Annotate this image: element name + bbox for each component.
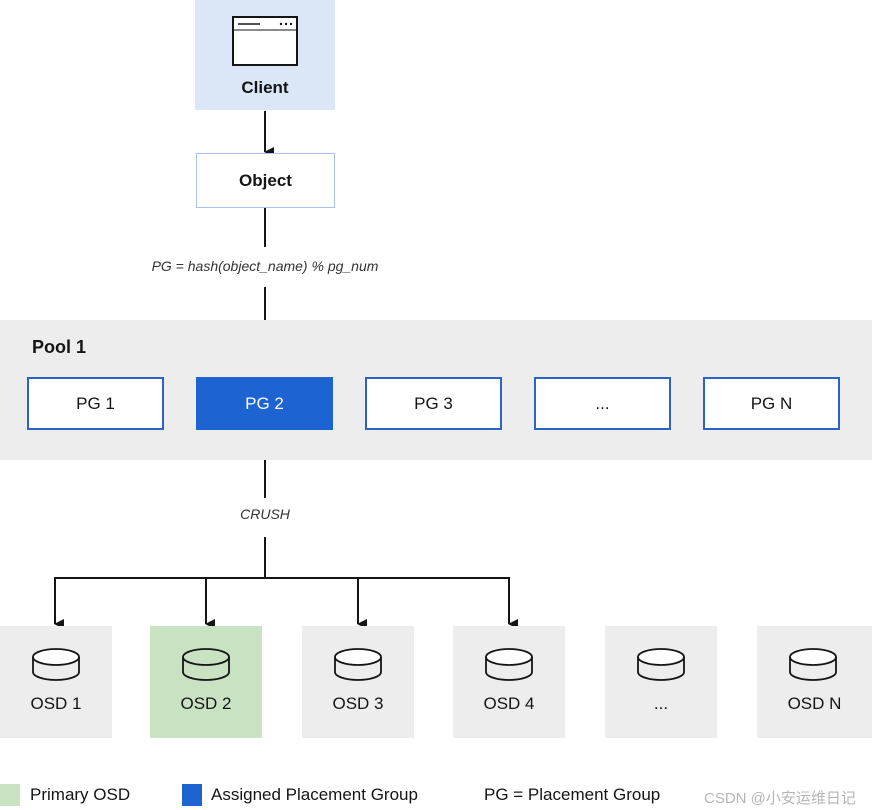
osd-label: OSD N: [787, 694, 842, 713]
legend-primary-label: Primary OSD: [30, 785, 131, 804]
disk-icon: [182, 648, 230, 681]
pg-box-3: PG 3: [365, 377, 502, 430]
osd-box-4: OSD 4: [453, 626, 565, 738]
client-label: Client: [241, 78, 289, 97]
crush-label: CRUSH: [215, 506, 315, 522]
client-box: Client: [195, 0, 335, 110]
osd-label: OSD 2: [180, 694, 232, 713]
osd-label: ...: [653, 694, 669, 713]
disk-icon: [637, 648, 685, 681]
disk-icon: [32, 648, 80, 681]
osd-label: OSD 4: [483, 694, 535, 713]
legend-pg-definition: PG = Placement Group: [484, 785, 661, 804]
disk-icon: [485, 648, 533, 681]
pool-title: Pool 1: [32, 337, 87, 357]
pg-label: ...: [595, 393, 610, 413]
osd-label: OSD 1: [30, 694, 82, 713]
object-label: Object: [239, 170, 292, 190]
disk-icon: [334, 648, 382, 681]
pg-box-ellipsis: ...: [534, 377, 671, 430]
object-box: Object: [196, 153, 335, 208]
pg-box-1: PG 1: [27, 377, 164, 430]
osd-box-2-primary: OSD 2: [150, 626, 262, 738]
legend-assigned-label: Assigned Placement Group: [211, 785, 418, 804]
hash-formula: PG = hash(object_name) % pg_num: [120, 258, 410, 274]
osd-label: OSD 3: [332, 694, 384, 713]
osd-box-3: OSD 3: [302, 626, 414, 738]
pg-label: PG 3: [414, 393, 453, 413]
application-window-icon: [232, 16, 298, 66]
watermark: CSDN @小安运维日记: [704, 790, 856, 807]
legend-primary-swatch: [0, 784, 20, 806]
legend-assigned-swatch: [182, 784, 202, 806]
osd-box-1: OSD 1: [0, 626, 112, 738]
disk-icon: [789, 648, 837, 681]
osd-box-ellipsis: ...: [605, 626, 717, 738]
pg-box-2-assigned: PG 2: [196, 377, 333, 430]
pg-label: PG 2: [245, 393, 284, 413]
osd-box-n: OSD N: [757, 626, 872, 738]
pg-box-n: PG N: [703, 377, 840, 430]
pg-label: PG N: [750, 393, 793, 413]
pg-label: PG 1: [76, 393, 115, 413]
